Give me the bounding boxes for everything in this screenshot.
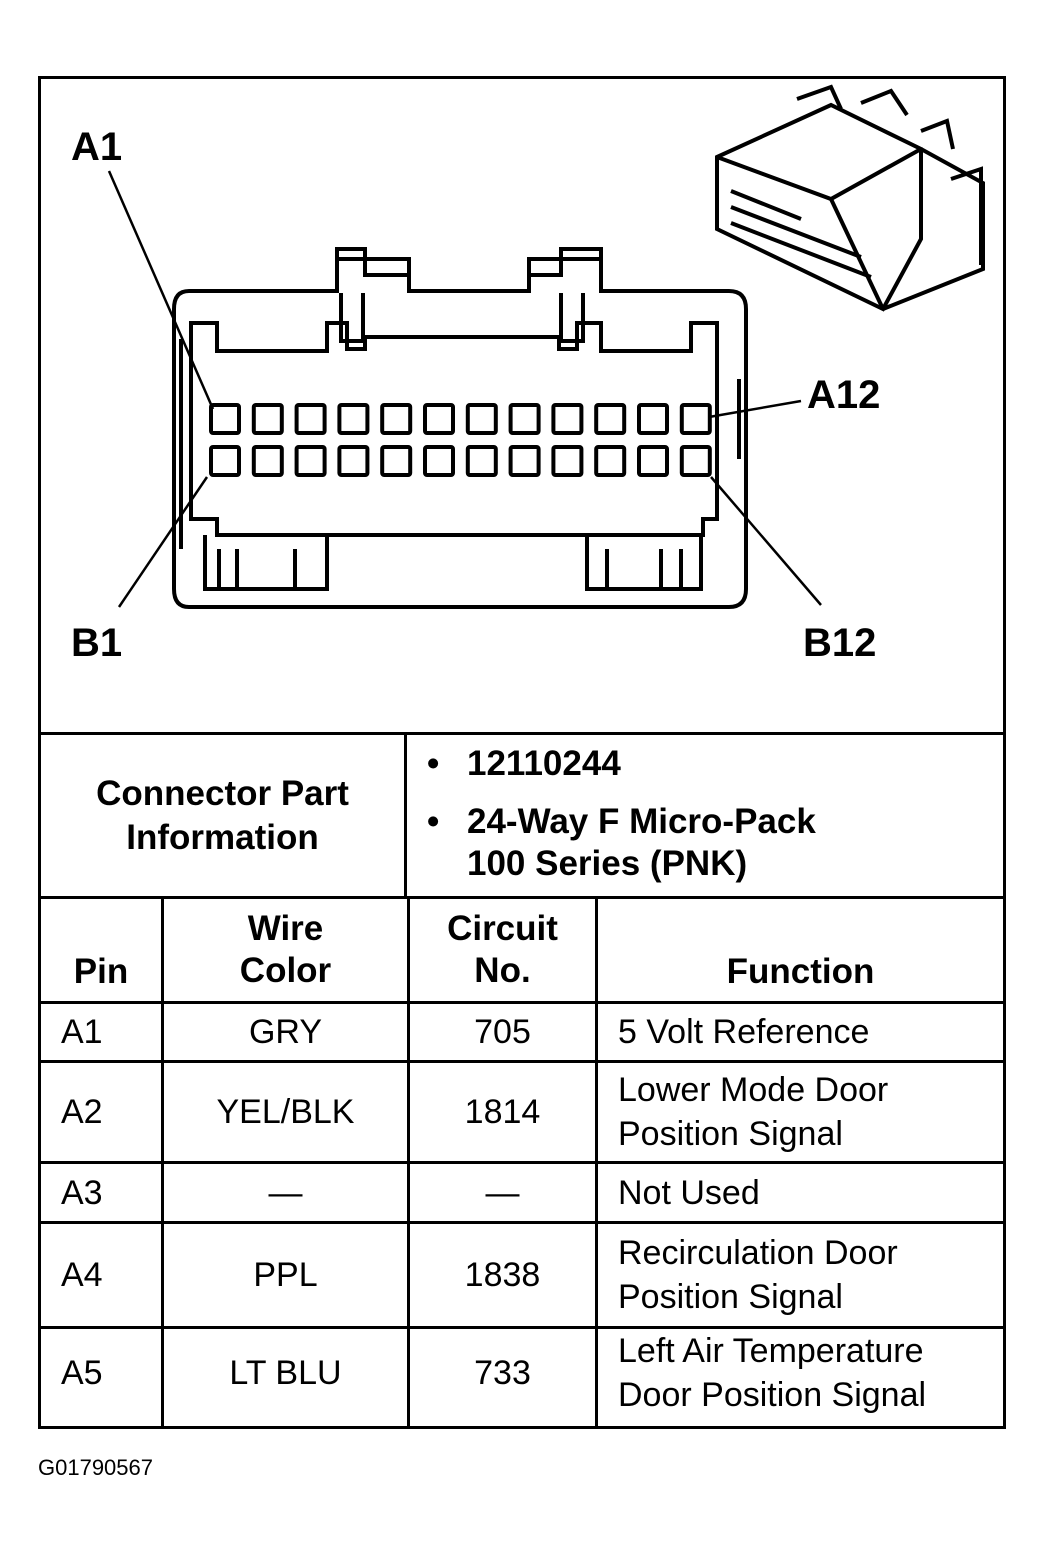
pin-cavity-b5 — [380, 445, 413, 477]
cell-pin: A4 — [61, 1256, 103, 1294]
pin-label-b12: B12 — [803, 621, 877, 665]
pin-label-b1: B1 — [71, 621, 123, 665]
divider — [41, 896, 1003, 899]
cell-pin: A3 — [61, 1173, 103, 1212]
divider — [41, 1001, 1003, 1004]
connector-info-label: Connector Part Information — [96, 773, 349, 857]
description-line1: 24-Way F Micro-Pack — [467, 802, 816, 841]
pin-cavity-a11 — [637, 403, 669, 435]
pin-cavity-b3 — [294, 445, 327, 477]
cell-circuit: 1838 — [464, 1256, 541, 1294]
divider — [404, 735, 407, 896]
connector-frame: A1 A12 B1 B12 Connector Part Information… — [38, 76, 1006, 1429]
cell-circuit: — — [485, 1173, 520, 1212]
connector-face-drawing — [107, 84, 985, 609]
pin-label-a12: A12 — [807, 373, 881, 417]
part-number-row: • 12110244 — [427, 744, 621, 783]
cell-pin: A5 — [61, 1353, 103, 1392]
cell-function: 5 Volt Reference — [618, 1013, 870, 1051]
header-function: Function — [726, 952, 875, 991]
pin-cavity-b1 — [209, 445, 241, 477]
cell-wire-color: — — [268, 1173, 303, 1212]
pin-label-a1: A1 — [71, 125, 123, 169]
description-row: • 24-Way F Micro-Pack 100 Series (PNK) — [427, 802, 816, 883]
header-wire-color: Wire Color — [239, 909, 332, 990]
divider — [41, 732, 1003, 735]
cell-circuit: 705 — [474, 1013, 531, 1051]
pin-cavity-a2 — [251, 403, 284, 435]
divider — [41, 1060, 1003, 1063]
divider — [41, 1326, 1003, 1329]
divider — [595, 899, 598, 1426]
divider — [41, 1221, 1003, 1224]
cell-pin: A1 — [61, 1013, 103, 1051]
cell-pin: A2 — [61, 1093, 103, 1131]
pin-cavity-b2 — [251, 445, 284, 477]
cell-wire-color: PPL — [253, 1256, 318, 1294]
description-line2: 100 Series (PNK) — [467, 844, 748, 883]
cell-function: Not Used — [618, 1173, 760, 1212]
pin-cavity-a5 — [380, 403, 413, 435]
pin-cavity-b12 — [679, 445, 712, 477]
divider — [41, 1161, 1003, 1164]
connector-info-list: • 12110244 • 24-Way F Micro-Pack 100 Ser… — [407, 735, 1003, 896]
pin-cavity-b7 — [465, 445, 498, 477]
divider — [407, 899, 410, 1426]
header-pin: Pin — [73, 952, 129, 991]
pin-cavity-a10 — [594, 403, 627, 435]
connector-diagram: A1 A12 B1 B12 — [41, 79, 1003, 735]
figure-id: G01790567 — [38, 1455, 153, 1480]
pin-cavity-b8 — [508, 445, 541, 477]
cell-circuit: 733 — [474, 1353, 531, 1392]
pin-cavity-a3 — [294, 403, 327, 435]
pin-cavity-b4 — [337, 445, 370, 477]
cell-circuit: 1814 — [464, 1093, 541, 1131]
cell-wire-color: GRY — [248, 1013, 323, 1051]
cell-wire-color: YEL/BLK — [216, 1093, 355, 1131]
cell-wire-color: LT BLU — [229, 1353, 342, 1392]
divider — [161, 899, 164, 1426]
pin-cavity-a4 — [337, 403, 370, 435]
pin-cavity-a12 — [679, 403, 712, 435]
pin-cavity-a7 — [465, 403, 498, 435]
pin-cavity-b11 — [637, 445, 669, 477]
connector-iso-icon — [715, 84, 985, 312]
pin-cavity-b6 — [423, 445, 455, 477]
part-number: 12110244 — [467, 744, 621, 783]
header-circuit-no: Circuit No. — [447, 909, 558, 990]
pin-cavity-a8 — [508, 403, 541, 435]
pin-cavity-a1 — [209, 403, 241, 435]
pin-cavity-a9 — [551, 403, 584, 435]
pin-cavity-b10 — [594, 445, 627, 477]
pin-cavity-a6 — [423, 403, 455, 435]
pin-cavity-b9 — [551, 445, 584, 477]
